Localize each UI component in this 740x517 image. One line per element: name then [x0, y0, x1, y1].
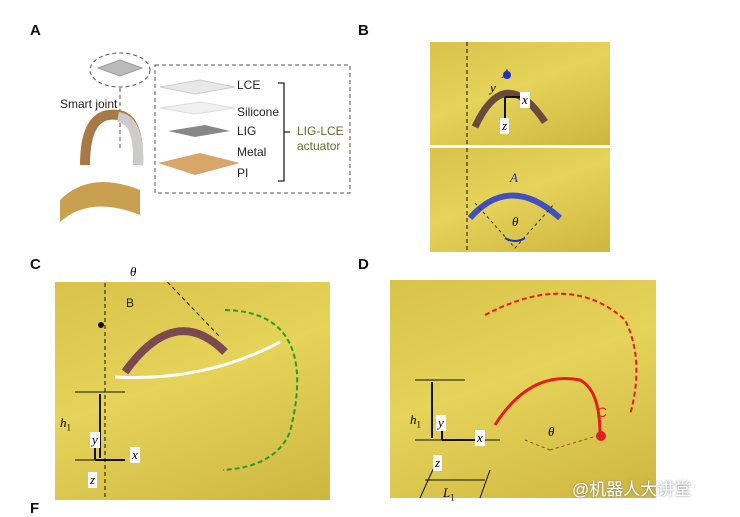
actuator-label-1: LIG-LCE — [297, 124, 344, 138]
l1-label: L1 — [443, 485, 455, 503]
point-a-label-bottom: A — [510, 170, 518, 185]
axis-z-d: z — [433, 455, 443, 471]
smart-joint-label: Smart joint — [60, 97, 118, 111]
axis-x-c: x — [130, 447, 140, 463]
panel-label-b: B — [358, 22, 369, 39]
panel-c-photo — [55, 282, 330, 500]
actuator-label-2: actuator — [297, 139, 341, 153]
point-b-label: B — [126, 296, 135, 310]
axis-y-c: y — [90, 432, 100, 448]
panel-a-illustration — [60, 52, 351, 222]
theta-d: θ — [548, 424, 555, 439]
axis-x-d: x — [475, 430, 485, 446]
layer-label-silicone: Silicone — [237, 105, 280, 119]
h1-label-c: h1 — [60, 415, 71, 433]
point-c-label: C — [597, 404, 608, 420]
layer-label-lig: LIG — [237, 124, 257, 138]
axis-y-d: y — [436, 415, 446, 431]
axis-x-b: x — [520, 92, 530, 108]
layer-label-pi: PI — [237, 166, 249, 180]
theta-c: θ — [130, 264, 137, 279]
layer-label-lce: LCE — [237, 78, 261, 92]
panel-label-d: D — [358, 256, 369, 273]
layer-label-metal: Metal — [237, 145, 267, 159]
panel-label-a: A — [30, 22, 41, 39]
axis-z-c: z — [88, 472, 98, 488]
panel-b-photo-bottom — [430, 148, 610, 252]
axis-z-b: z — [500, 118, 510, 134]
panel-label-c: C — [30, 256, 41, 273]
watermark: @机器人大讲堂 — [572, 480, 692, 499]
point-a-label-top: A — [502, 66, 510, 81]
axis-y-b: y — [490, 80, 496, 95]
h1-label-d: h1 — [410, 412, 421, 430]
panel-d-photo — [390, 280, 656, 498]
theta-b: θ — [512, 214, 519, 229]
